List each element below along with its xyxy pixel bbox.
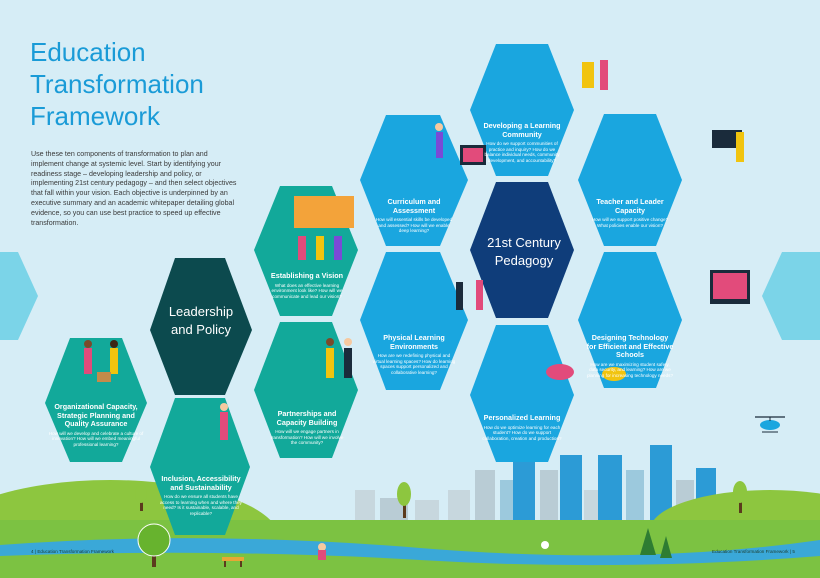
hex-technology[interactable] xyxy=(578,252,682,388)
city-skyline xyxy=(355,442,716,530)
vision-label: Establishing a Vision What does an effec… xyxy=(268,271,346,299)
vision-title: Establishing a Vision xyxy=(270,271,344,280)
teacher-label: Teacher and Leader Capacity How will we … xyxy=(590,197,670,228)
personalized-question: How do we optimize learning for each stu… xyxy=(482,424,562,441)
community-title: Developing a Learning Community xyxy=(483,121,561,139)
personalized-title: Personalized Learning xyxy=(483,413,561,422)
drone-icon xyxy=(755,416,785,433)
technology-question: How are we maximizing student safety, da… xyxy=(586,361,674,378)
physical-title: Physical Learning Environments xyxy=(383,333,445,351)
personalized-label: Personalized Learning How do we optimize… xyxy=(480,413,564,441)
partnerships-question: How will we engage partners in transform… xyxy=(270,429,344,446)
curriculum-question: How will essential skills be developed a… xyxy=(375,217,453,234)
technology-title: Designing Technology for Efficient and E… xyxy=(586,333,674,359)
title-line-2: Transformation xyxy=(30,69,204,99)
physical-question: How are we redefining physical and virtu… xyxy=(372,353,456,375)
edge-hex-right xyxy=(762,252,820,340)
physical-label: Physical Learning Environments How are w… xyxy=(372,333,456,375)
footer-left-label: Education Transformation Framework xyxy=(37,549,114,554)
people-illustrations xyxy=(84,60,750,560)
footer-right-label: Education Transformation Framework xyxy=(712,549,789,554)
partnerships-title: Partnerships and Capacity Building xyxy=(276,409,338,427)
community-label: Developing a Learning Community How do w… xyxy=(482,121,562,163)
technology-label: Designing Technology for Efficient and E… xyxy=(586,333,674,378)
hex-leadership[interactable] xyxy=(150,258,252,395)
pedagogy-label: 21st Century Pedagogy xyxy=(486,234,562,270)
community-question: How do we support communities of practic… xyxy=(484,141,560,163)
teacher-title: Teacher and Leader Capacity xyxy=(596,197,664,215)
footer-right: Education Transformation Framework | 5 xyxy=(712,549,795,554)
footer-left: 4 | Education Transformation Framework xyxy=(31,549,114,554)
hex-physical[interactable] xyxy=(360,252,468,390)
title-line-1: Education xyxy=(30,37,146,67)
curriculum-label: Curriculum and Assessment How will essen… xyxy=(374,197,454,234)
page-number-right: 5 xyxy=(792,549,795,554)
hex-teacher[interactable] xyxy=(578,114,682,246)
curriculum-title: Curriculum and Assessment xyxy=(387,197,441,215)
bench xyxy=(222,557,244,561)
trees xyxy=(135,481,747,567)
page-title: Education Transformation Framework xyxy=(30,36,250,132)
org-capacity-question: How will we develop and celebrate a cult… xyxy=(48,430,144,447)
hex-pedagogy[interactable] xyxy=(470,182,574,318)
hex-org-capacity[interactable] xyxy=(45,338,147,462)
title-line-3: Framework xyxy=(30,101,161,131)
inclusion-label: Inclusion, Accessibility and Sustainabil… xyxy=(160,474,242,516)
partnerships-label: Partnerships and Capacity Building How w… xyxy=(268,409,346,446)
leadership-title: Leadership and Policy xyxy=(168,304,234,337)
page-number-left: 4 xyxy=(31,549,34,554)
leadership-label: Leadership and Policy xyxy=(160,303,242,339)
org-capacity-title: Organizational Capacity, Strategic Plann… xyxy=(54,402,138,428)
vision-question: What does an effective learning environm… xyxy=(271,282,343,299)
edge-hex-left xyxy=(0,252,38,340)
intro-paragraph: Use these ten components of transformati… xyxy=(31,150,237,227)
pedagogy-title: 21st Century Pedagogy xyxy=(487,235,561,268)
inclusion-question: How do we ensure all students have acces… xyxy=(160,494,242,516)
inclusion-title: Inclusion, Accessibility and Sustainabil… xyxy=(161,474,241,492)
hex-personalized[interactable] xyxy=(470,325,574,462)
teacher-question: How will we support positive change? Wha… xyxy=(591,217,669,228)
hex-community[interactable] xyxy=(470,44,574,176)
org-capacity-label: Organizational Capacity, Strategic Plann… xyxy=(46,402,146,447)
